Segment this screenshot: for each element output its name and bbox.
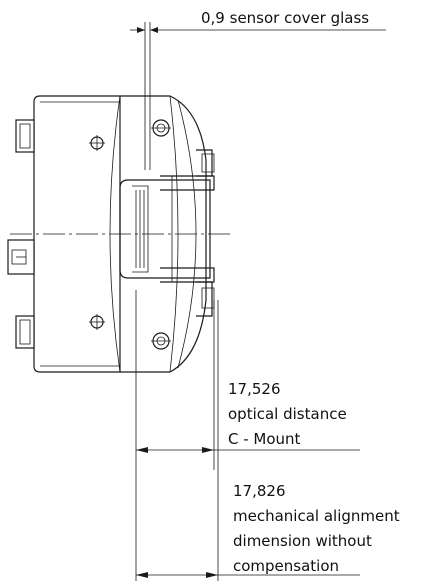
screw-holes (89, 119, 171, 350)
dimension-without-label: dimension without (233, 532, 372, 550)
lens-mount (119, 149, 215, 317)
mechanical-alignment-value: 17,826 (233, 482, 286, 500)
mechanical-alignment-dimension (136, 572, 360, 578)
c-mount-label: C - Mount (228, 430, 301, 448)
compensation-label: compensation (233, 557, 340, 575)
cover-glass-dimension (130, 22, 386, 170)
optical-distance-label: optical distance (228, 405, 347, 423)
cover-glass-label: 0,9 sensor cover glass (201, 9, 370, 27)
mechanical-alignment-label: mechanical alignment (233, 507, 400, 525)
optical-distance-value: 17,526 (228, 380, 281, 398)
optical-distance-dimension (136, 447, 360, 453)
mount-clips (7, 119, 35, 349)
